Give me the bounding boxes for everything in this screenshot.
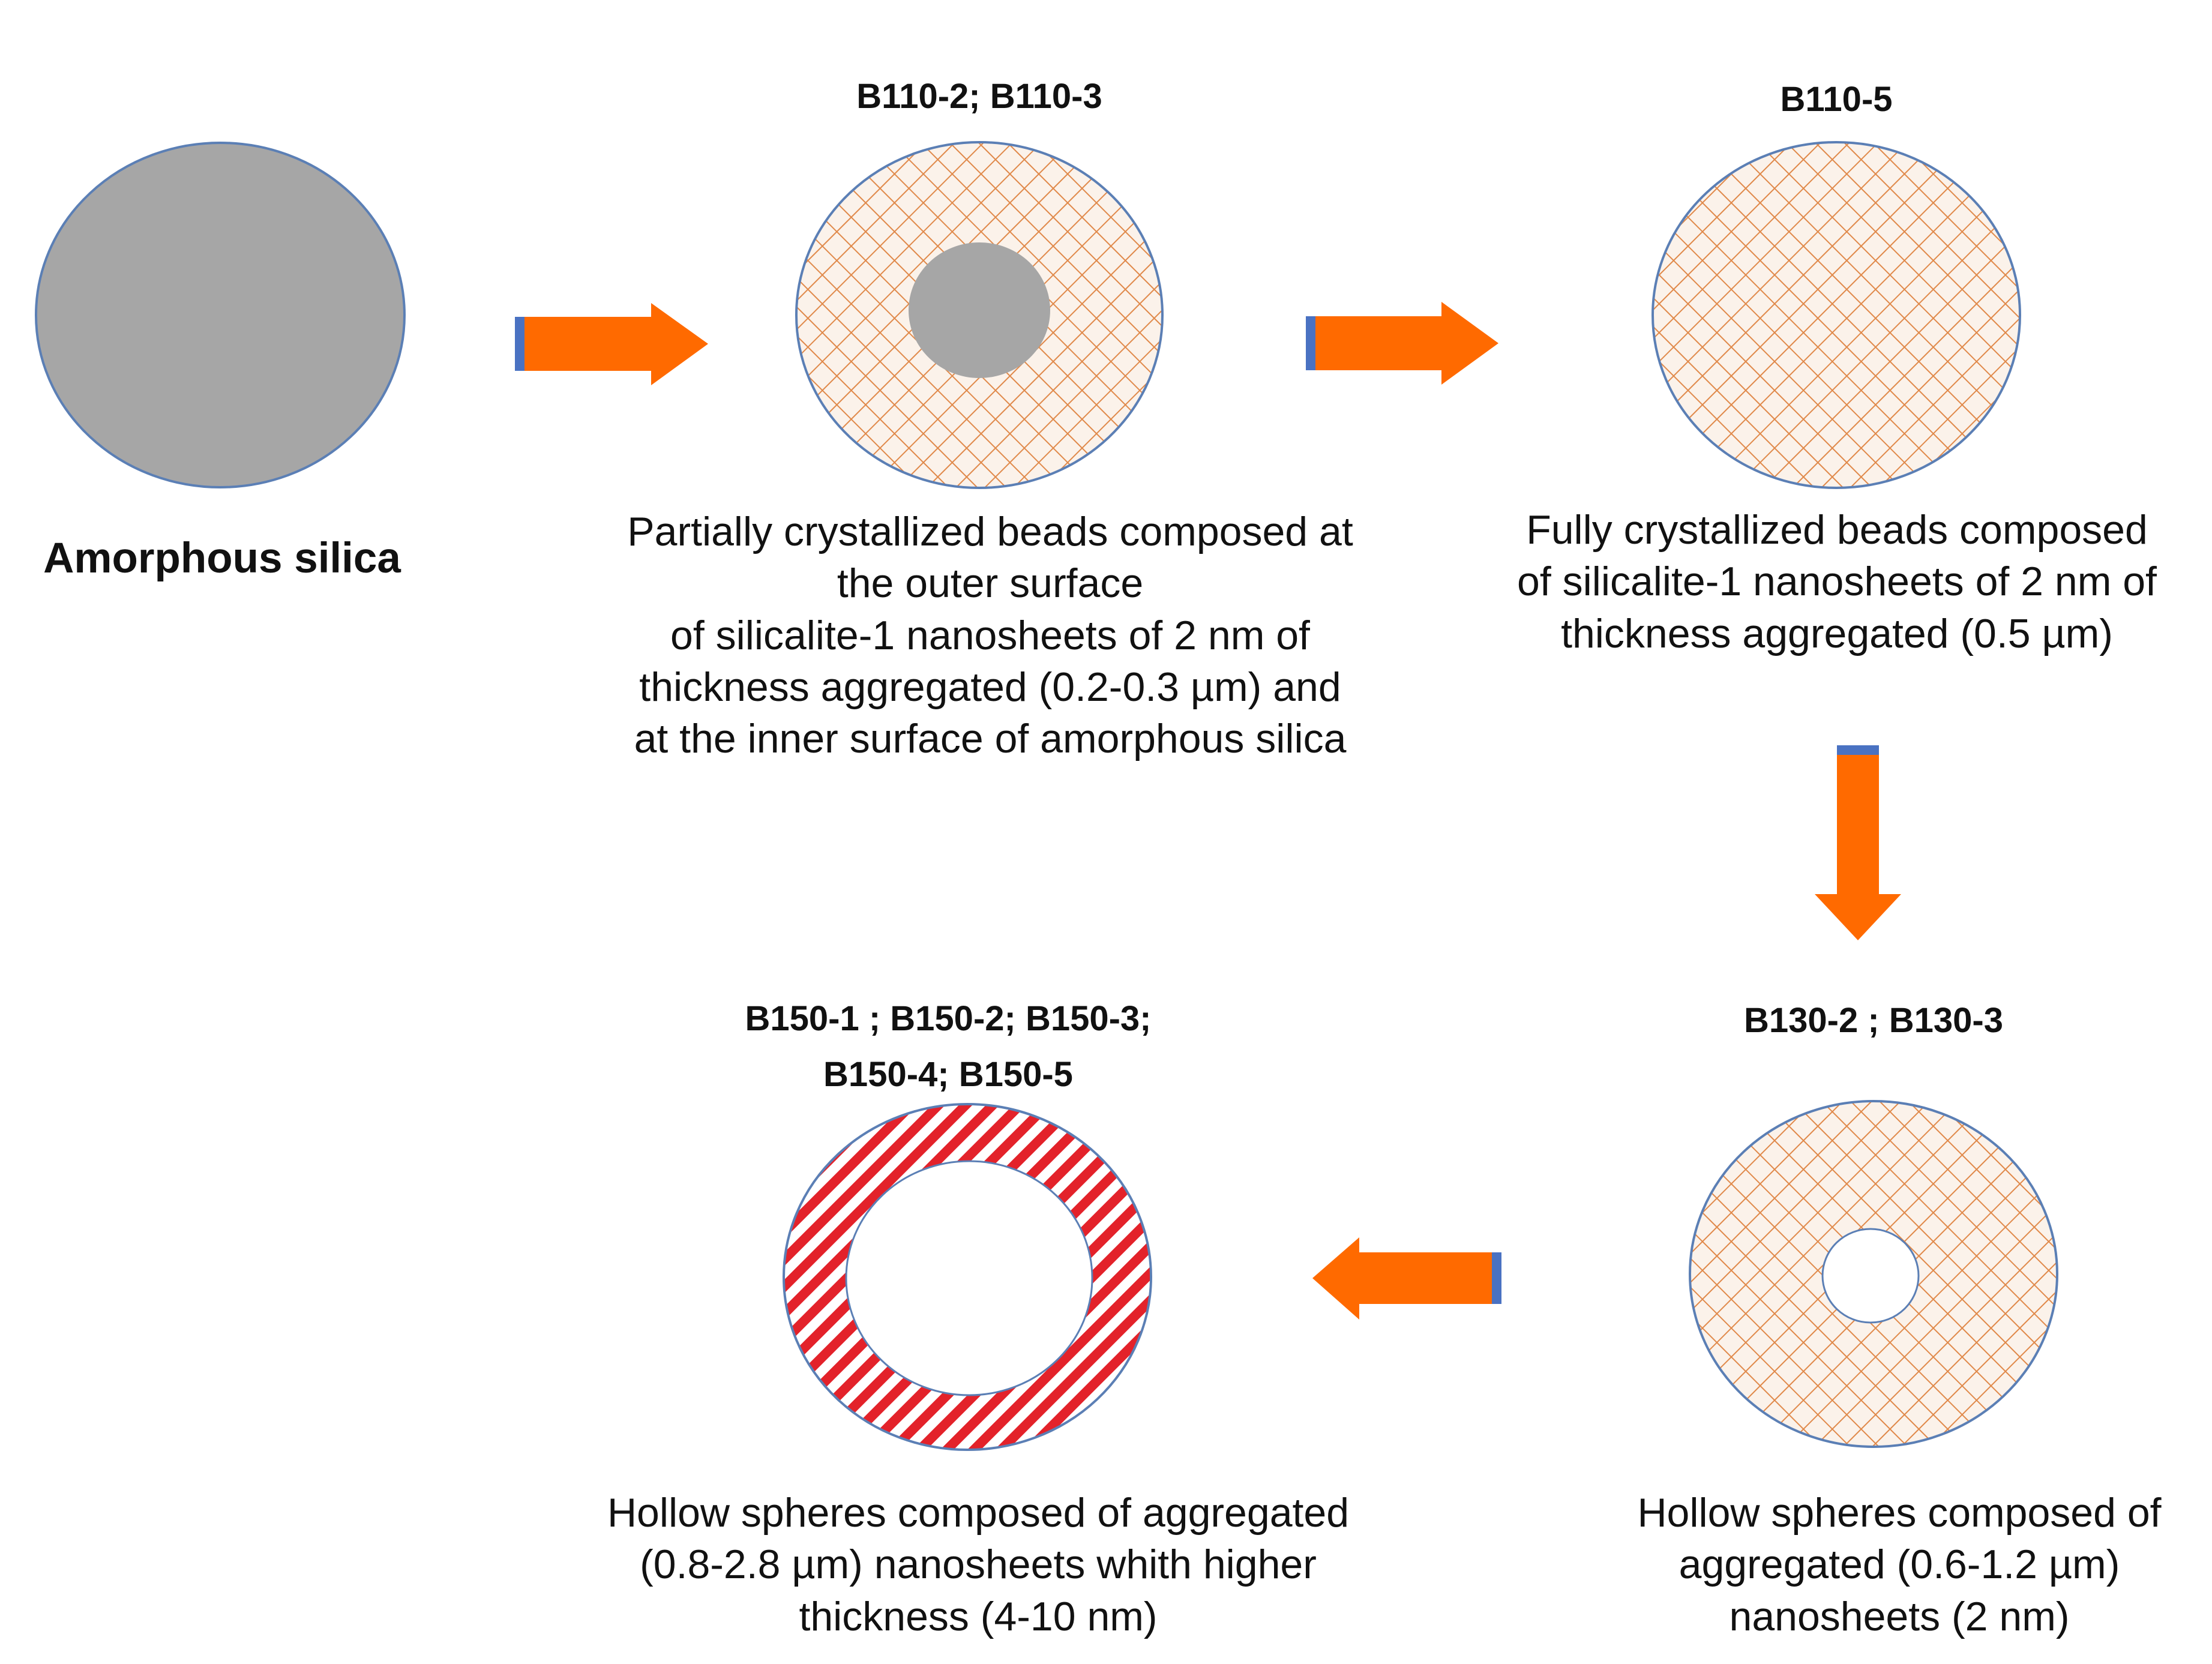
stage-description-line: at the inner surface of amorphous silica — [634, 716, 1347, 762]
hollow-core-large — [845, 1160, 1093, 1396]
stage-description-line: Hollow spheres composed of — [1637, 1490, 2162, 1536]
stage-2-sample-codes: B110-2; B110-3 — [739, 69, 1219, 125]
amorphous-core — [909, 242, 1050, 378]
sample-code-line: B110-2; B110-3 — [856, 77, 1102, 116]
stage-3-sample-codes: B110-5 — [1596, 72, 2076, 128]
stage-description-line: nanosheets (2 nm) — [1729, 1593, 2070, 1639]
stage-description-line: Fully crystallized beads composed — [1526, 507, 2148, 553]
stage-description-line: thickness (4-10 nm) — [799, 1593, 1158, 1639]
stage-description-line: Partially crystallized beads composed at — [627, 509, 1353, 554]
sample-code-line: B150-1 ; B150-2; B150-3; — [745, 999, 1152, 1038]
stage-description-line: thickness aggregated (0.5 µm) — [1561, 610, 2113, 656]
sample-code-line: B110-5 — [1780, 80, 1893, 119]
arrow-right-icon — [515, 303, 708, 385]
arrow-down-icon — [1815, 745, 1901, 940]
amorphous-silica-label: Amorphous silica — [18, 534, 426, 583]
stage-5-sample-codes: B150-1 ; B150-2; B150-3; B150-4; B150-5 — [648, 991, 1248, 1103]
stage-description-line: of silicalite-1 nanosheets of 2 nm of — [1517, 559, 2157, 605]
stage-3-description: Fully crystallized beads composed of sil… — [1462, 504, 2212, 659]
stage-2-description: Partially crystallized beads composed at… — [582, 506, 1398, 765]
sample-code-line: B150-4; B150-5 — [823, 1054, 1073, 1094]
fully-crystallized-bead — [1651, 141, 2021, 489]
stage-description-line: (0.8-2.8 µm) nanosheets whith higher — [640, 1542, 1317, 1588]
stage-description-line: the outer surface — [837, 560, 1144, 607]
stage-description-line: thickness aggregated (0.2-0.3 µm) and — [639, 664, 1341, 710]
sample-code-line: B130-2 ; B130-3 — [1744, 1001, 2003, 1040]
stage-description-line: Amorphous silica — [43, 535, 401, 582]
stage-description-line: aggregated (0.6-1.2 µm) — [1679, 1542, 2120, 1588]
arrow-right-icon — [1306, 302, 1498, 385]
stage-5-description: Hollow spheres composed of aggregated (0… — [543, 1487, 1413, 1642]
stage-4-description: Hollow spheres composed of aggregated (0… — [1590, 1487, 2208, 1642]
amorphous-silica-sphere — [35, 142, 406, 488]
arrow-left-icon — [1312, 1237, 1501, 1320]
stage-4-sample-codes: B130-2 ; B130-3 — [1633, 993, 2114, 1049]
stage-description-line: Hollow spheres composed of aggregated — [607, 1490, 1350, 1536]
hollow-core — [1821, 1228, 1920, 1324]
stage-description-line: of silicalite-1 nanosheets of 2 nm of — [670, 612, 1310, 658]
